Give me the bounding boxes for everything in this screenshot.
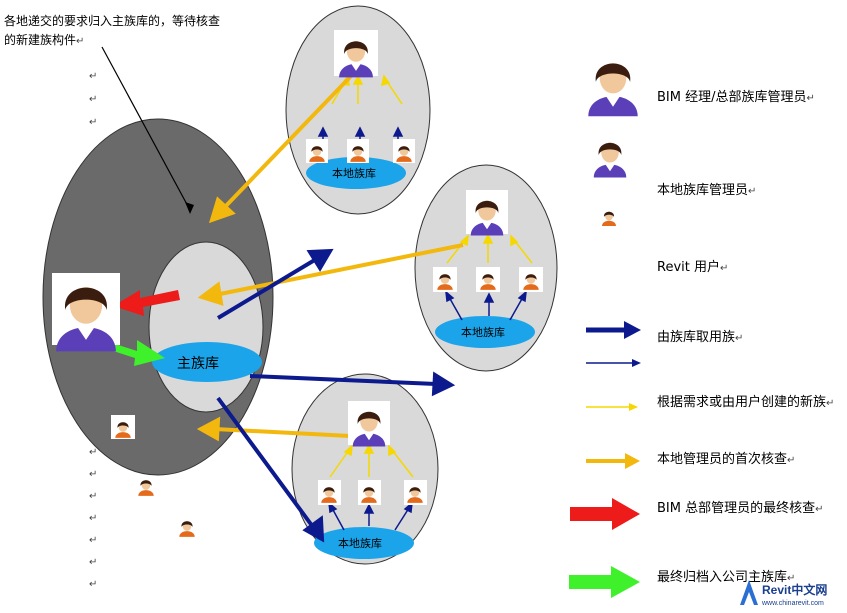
local-library-oval-bottom: [314, 527, 414, 559]
svg-text:↵: ↵: [89, 94, 97, 105]
revit-logo-icon: [740, 580, 758, 605]
annotation-pointer-head: [185, 202, 194, 214]
main-library-oval: [152, 342, 262, 382]
annotation-line-1: 各地递交的要求归入主族库的，等待核查: [4, 13, 220, 28]
svg-text:↵: ↵: [89, 535, 97, 546]
create-arrows: [329, 74, 533, 478]
legend-revit-user-icon: [602, 211, 616, 226]
first-check-arrows: [196, 73, 464, 442]
watermark-url: www.chinarevit.com: [761, 600, 824, 607]
archive-arrow: [110, 340, 165, 366]
svg-text:↵: ↵: [89, 513, 97, 524]
local-library-oval-middle: [435, 316, 535, 348]
annotation-pointer: [101, 46, 191, 211]
local-library-label-middle: 本地族库: [461, 325, 505, 339]
legend-first-check-label: 本地管理员的首次核查↵: [657, 451, 795, 467]
legend: BIM 经理/总部族库管理员↵ 本地族库管理员↵ Revit 用户↵ 由族库取用…: [569, 63, 834, 598]
final-check-arrow: [113, 290, 180, 316]
local-library-label-top: 本地族库: [332, 166, 376, 180]
legend-bim-manager-label: BIM 经理/总部族库管理员↵: [657, 89, 815, 105]
legend-final-check-label: BIM 总部管理员的最终核查↵: [657, 500, 824, 516]
paragraph-marks: ↵ ↵ ↵ ↵ ↵ ↵ ↵ ↵ ↵ ↵: [89, 71, 97, 590]
fetch-arrows-thin: [317, 126, 527, 531]
legend-fetch-label: 由族库取用族↵: [657, 329, 743, 345]
fetch-arrows-thick: [216, 248, 456, 543]
svg-text:↵: ↵: [89, 447, 97, 458]
watermark-brand: Revit中文网: [762, 582, 827, 597]
svg-text:↵: ↵: [89, 579, 97, 590]
svg-text:↵: ↵: [89, 71, 97, 82]
local-zone-bottom: [291, 373, 439, 565]
svg-text:↵: ↵: [89, 117, 97, 128]
legend-bim-manager-icon: [588, 63, 638, 117]
legend-local-manager-icon: [593, 142, 627, 178]
local-library-label-bottom: 本地族库: [338, 536, 382, 550]
main-library-label: 主族库: [177, 356, 219, 372]
svg-text:↵: ↵: [89, 557, 97, 568]
watermark: Revit中文网 www.chinarevit.com: [740, 580, 827, 607]
main-library-zone: [148, 241, 264, 413]
revit-users: [111, 139, 543, 537]
svg-text:↵: ↵: [89, 491, 97, 502]
svg-text:↵: ↵: [89, 469, 97, 480]
legend-create-label: 根据需求或由用户创建的新族↵: [657, 394, 834, 410]
legend-revit-user-label: Revit 用户↵: [657, 259, 728, 275]
legend-archive-label: 最终归档入公司主族库↵: [657, 569, 795, 585]
local-library-oval-top: [306, 157, 406, 189]
annotation-line-2: 的新建族构件↵: [4, 32, 84, 47]
legend-local-manager-label: 本地族库管理员↵: [657, 182, 756, 198]
